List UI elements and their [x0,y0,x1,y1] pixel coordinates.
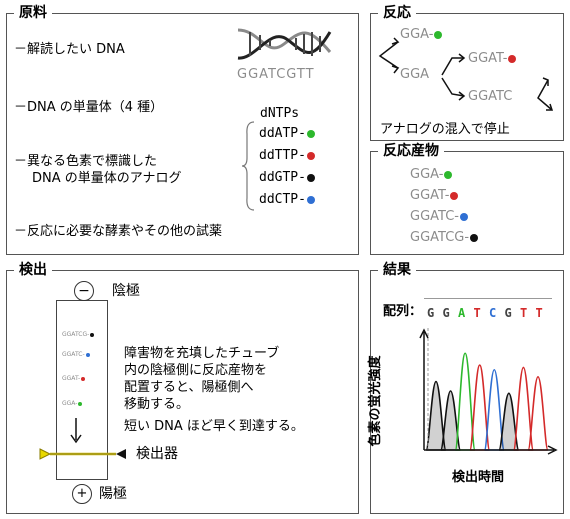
result-title: 結果 [378,262,416,278]
detector-beam [39,448,126,460]
band-label: GGAT- [62,375,86,383]
red-dye-dot [306,151,315,160]
peak-trace [425,380,447,451]
peak-trace [469,364,491,451]
peak-trace [512,366,535,451]
ddntp-brace [241,121,255,211]
detection-description-line: 内の陰極側に反応産物を [124,363,268,378]
black-dye-dot [90,332,95,337]
products-panel [370,151,564,255]
detection-description-line: 配置すると、陽極側へ [124,380,254,395]
migration-arrow [70,418,82,444]
products-title: 反応産物 [378,143,444,159]
sequence-base: C [489,306,497,320]
result-panel [370,270,564,514]
black-dye-dot [306,173,315,182]
reaction-node: GGA [400,67,430,82]
cathode-icon: − [74,281,94,301]
detector-label: 検出器 [136,446,178,462]
sequence-base: G [504,306,512,320]
reaction-title: 反応 [378,5,416,21]
dna-helix-icon [237,28,332,60]
sequence-base: T [520,306,528,320]
gel-tube [56,300,108,480]
black-dye-dot [470,233,479,242]
reaction-node: GGATC [468,89,513,104]
cathode-label: 陰極 [112,283,140,299]
blue-dye-dot [306,195,315,204]
anode-label: 陽極 [99,486,127,502]
band-label: GGATC- [62,351,90,359]
dntps-label: dNTPs [260,106,300,121]
ddntp-item: ddCTP- [259,192,315,208]
chromatogram-chart [419,328,558,455]
detection-description-line: 移動する。 [124,397,190,412]
reaction-arrows [378,37,554,111]
y-axis-label: 色素の蛍光強度 [368,355,383,447]
product-item: GGATCG- [410,230,479,246]
green-dye-dot [444,170,453,179]
material-target-dna: －解読したい DNA [14,42,125,57]
band-label: GGA- [62,400,83,408]
peak-trace [454,352,476,451]
reaction-node: GGAT- [468,51,517,67]
peak-trace [439,390,462,451]
sequence-label: 配列： [383,304,423,319]
sequence-base: T [473,306,481,320]
materials-panel [6,13,359,255]
red-dye-dot [508,54,517,63]
peak-trace [527,376,549,451]
green-dye-dot [434,30,443,39]
detection-description-line: 障害物を充填したチューブ [124,346,280,361]
materials-title: 原料 [14,5,52,21]
green-dye-dot [78,401,83,406]
red-dye-dot [81,376,86,381]
ddntp-item: ddTTP- [259,148,315,164]
red-dye-dot [450,191,459,200]
peak-trace [483,368,505,451]
detection-title: 検出 [14,262,52,278]
ddntp-item: ddGTP- [259,170,315,186]
material-analogs-line2: DNA の単量体のアナログ [32,171,182,186]
blue-dye-dot [459,212,468,221]
sequence-base: G [442,306,450,320]
sequence-rule [424,298,552,299]
product-item: GGAT- [410,188,459,204]
product-item: GGATC- [410,209,468,225]
material-reagents: －反応に必要な酵素やその他の試薬 [14,224,223,239]
blue-dye-dot [85,352,90,357]
material-analogs-line1: －異なる色素で標識した [14,154,158,169]
ddntp-item: ddATP- [259,126,315,142]
reaction-panel [370,13,564,141]
material-monomers: －DNA の単量体（4 種） [14,100,164,115]
dna-sequence-label: GGATCGTT [237,67,315,82]
peak-trace [498,392,520,451]
x-axis-arrowhead [547,445,558,455]
sequence-base: G [427,306,435,320]
reaction-node: GGA- [400,27,443,43]
product-item: GGA- [410,167,453,183]
green-dye-dot [306,129,315,138]
sequence-base: A [458,306,466,320]
detection-note: 短い DNA ほど早く到達する。 [124,419,304,434]
x-axis-label: 検出時間 [452,470,505,485]
anode-icon: + [72,484,92,504]
reaction-caption: アナログの混入で停止 [380,122,510,137]
y-axis-arrowhead [419,328,429,339]
sequence-base: T [535,306,543,320]
band-label: GGATCG- [62,331,95,339]
